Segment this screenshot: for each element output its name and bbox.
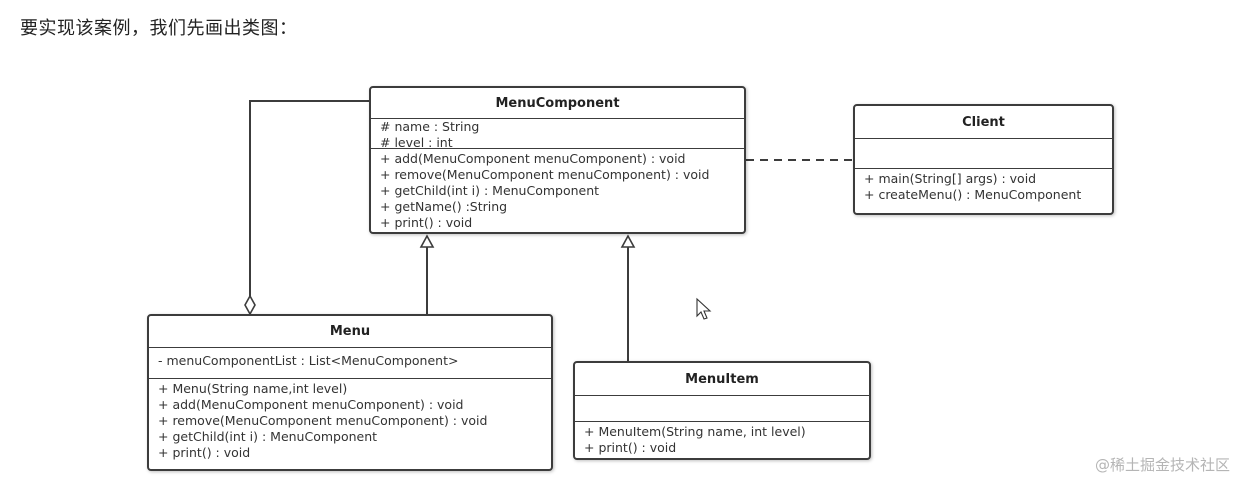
menuitem-inheritance-arrowhead [620, 234, 636, 248]
class-menu: Menu - menuComponentList : List<MenuComp… [147, 314, 553, 471]
page-heading: 要实现该案例，我们先画出类图： [20, 18, 298, 39]
watermark: @稀土掘金技术社区 [1094, 456, 1230, 474]
method: + print() : void [380, 215, 473, 230]
attributes-section: # name : String # level : int [371, 119, 744, 150]
aggregation-diamond [244, 294, 256, 316]
class-name: Client [855, 106, 1112, 139]
attributes-section: - menuComponentList : List<MenuComponent… [149, 348, 551, 379]
method: + getChild(int i) : MenuComponent [158, 429, 378, 444]
method: + MenuItem(String name, int level) [584, 424, 806, 439]
method: + remove(MenuComponent menuComponent) : … [380, 167, 710, 182]
attribute: - menuComponentList : List<MenuComponent… [158, 353, 459, 368]
method: + print() : void [158, 445, 251, 460]
class-name: MenuComponent [371, 88, 744, 119]
attribute: # level : int [380, 135, 453, 150]
methods-section: + MenuItem(String name, int level) + pri… [575, 422, 869, 458]
attribute: # name : String [380, 119, 480, 134]
method: + remove(MenuComponent menuComponent) : … [158, 413, 488, 428]
attributes-section [855, 139, 1112, 169]
method: + print() : void [584, 440, 677, 455]
method: + add(MenuComponent menuComponent) : voi… [380, 151, 686, 166]
class-name: MenuItem [575, 363, 869, 396]
method: + main(String[] args) : void [864, 171, 1037, 186]
method: + Menu(String name,int level) [158, 381, 348, 396]
class-client: Client + main(String[] args) : void + cr… [853, 104, 1114, 215]
method: + getName() :String [380, 199, 508, 214]
mouse-cursor-icon [696, 297, 712, 320]
method: + add(MenuComponent menuComponent) : voi… [158, 397, 464, 412]
aggregation-line [249, 100, 370, 296]
method: + getChild(int i) : MenuComponent [380, 183, 600, 198]
class-menucomponent: MenuComponent # name : String # level : … [369, 86, 746, 234]
class-name: Menu [149, 316, 551, 348]
methods-section: + add(MenuComponent menuComponent) : voi… [371, 149, 744, 233]
menu-inheritance-arrowhead [419, 234, 435, 248]
class-menuitem: MenuItem + MenuItem(String name, int lev… [573, 361, 871, 460]
attributes-section [575, 396, 869, 422]
method: + createMenu() : MenuComponent [864, 187, 1082, 202]
methods-section: + Menu(String name,int level) + add(Menu… [149, 379, 551, 463]
methods-section: + main(String[] args) : void + createMen… [855, 169, 1112, 205]
